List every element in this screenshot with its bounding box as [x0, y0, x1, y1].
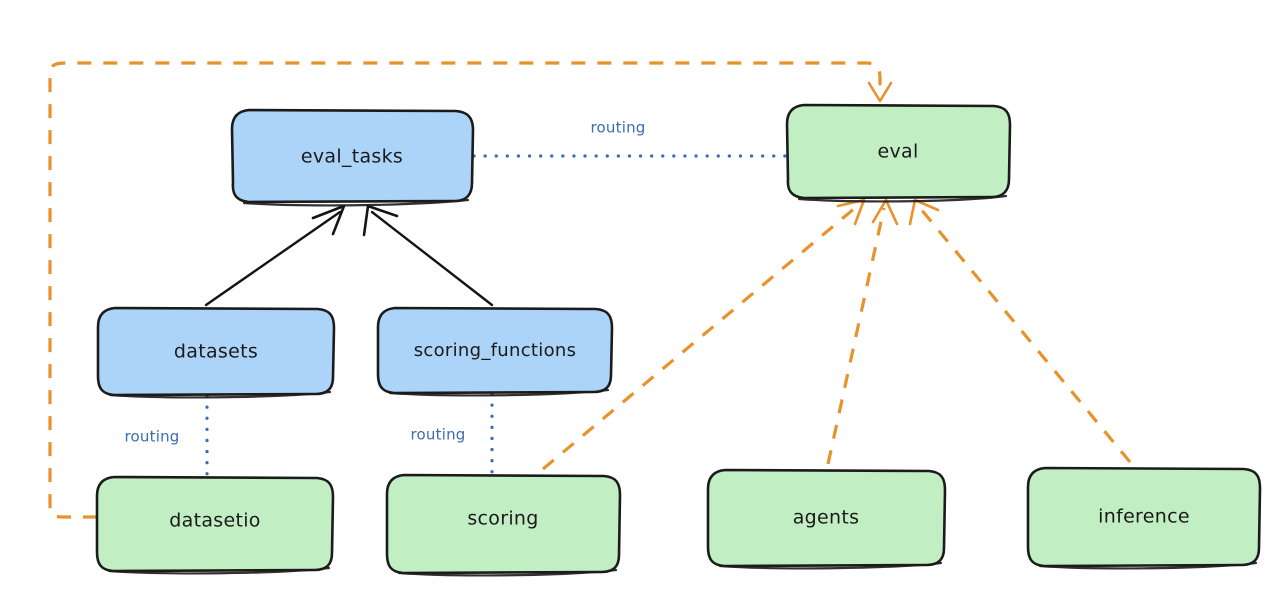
- node-datasets[interactable]: datasets: [96, 306, 336, 399]
- edge-label-routing-scoring_functions-scoring: routing: [411, 426, 466, 444]
- edge-agents-to-eval[interactable]: [826, 198, 899, 465]
- node-label: scoring: [467, 508, 538, 530]
- node-label: eval_tasks: [301, 146, 403, 168]
- arrow-head-icon: [836, 198, 866, 226]
- node-inference[interactable]: inference: [1026, 466, 1262, 570]
- arrow-head-icon: [362, 204, 399, 237]
- node-label: agents: [793, 507, 860, 529]
- edge-label-layer: routing routing routing: [125, 119, 646, 446]
- edge-inference-to-eval[interactable]: [908, 198, 1132, 464]
- node-datasetio[interactable]: datasetio: [95, 475, 335, 575]
- node-layer: eval_tasks eval datasets scoring_functio…: [95, 103, 1262, 577]
- node-label: scoring_functions: [414, 340, 577, 361]
- node-label: inference: [1098, 506, 1190, 528]
- node-box: [1026, 466, 1262, 568]
- edge-layer: [48, 61, 1132, 519]
- edge-datasets-to-eval_tasks[interactable]: [204, 204, 346, 307]
- node-agents[interactable]: agents: [706, 468, 947, 570]
- node-label: datasetio: [169, 510, 260, 532]
- node-label: datasets: [174, 341, 258, 363]
- edge-datasetio-to-eval[interactable]: [48, 61, 893, 519]
- edge-path: [918, 206, 1132, 464]
- arrow-head-icon: [908, 198, 940, 226]
- node-eval_tasks[interactable]: eval_tasks: [230, 108, 475, 207]
- edge-path: [370, 210, 494, 307]
- node-box: [95, 475, 335, 573]
- edge-path: [541, 206, 857, 471]
- node-scoring_functions[interactable]: scoring_functions: [376, 306, 614, 397]
- edge-scoring_functions-to-eval_tasks[interactable]: [362, 204, 494, 307]
- node-eval[interactable]: eval: [785, 103, 1012, 203]
- node-box: [376, 306, 614, 395]
- node-label: eval: [877, 141, 918, 163]
- node-scoring[interactable]: scoring: [385, 473, 622, 577]
- edge-scoring-to-eval[interactable]: [541, 198, 866, 471]
- edge-label-routing-datasets-datasetio: routing: [125, 428, 180, 446]
- node-box: [385, 473, 622, 575]
- edge-label-routing-eval_tasks-eval: routing: [591, 119, 646, 137]
- edge-path: [826, 207, 886, 465]
- node-box: [785, 103, 1012, 200]
- arrow-head-icon: [867, 81, 893, 103]
- edge-path: [48, 61, 882, 519]
- node-box: [96, 306, 336, 397]
- node-box: [230, 108, 475, 204]
- arrow-head-icon: [871, 198, 899, 226]
- node-box: [706, 468, 947, 568]
- edge-path: [204, 210, 342, 307]
